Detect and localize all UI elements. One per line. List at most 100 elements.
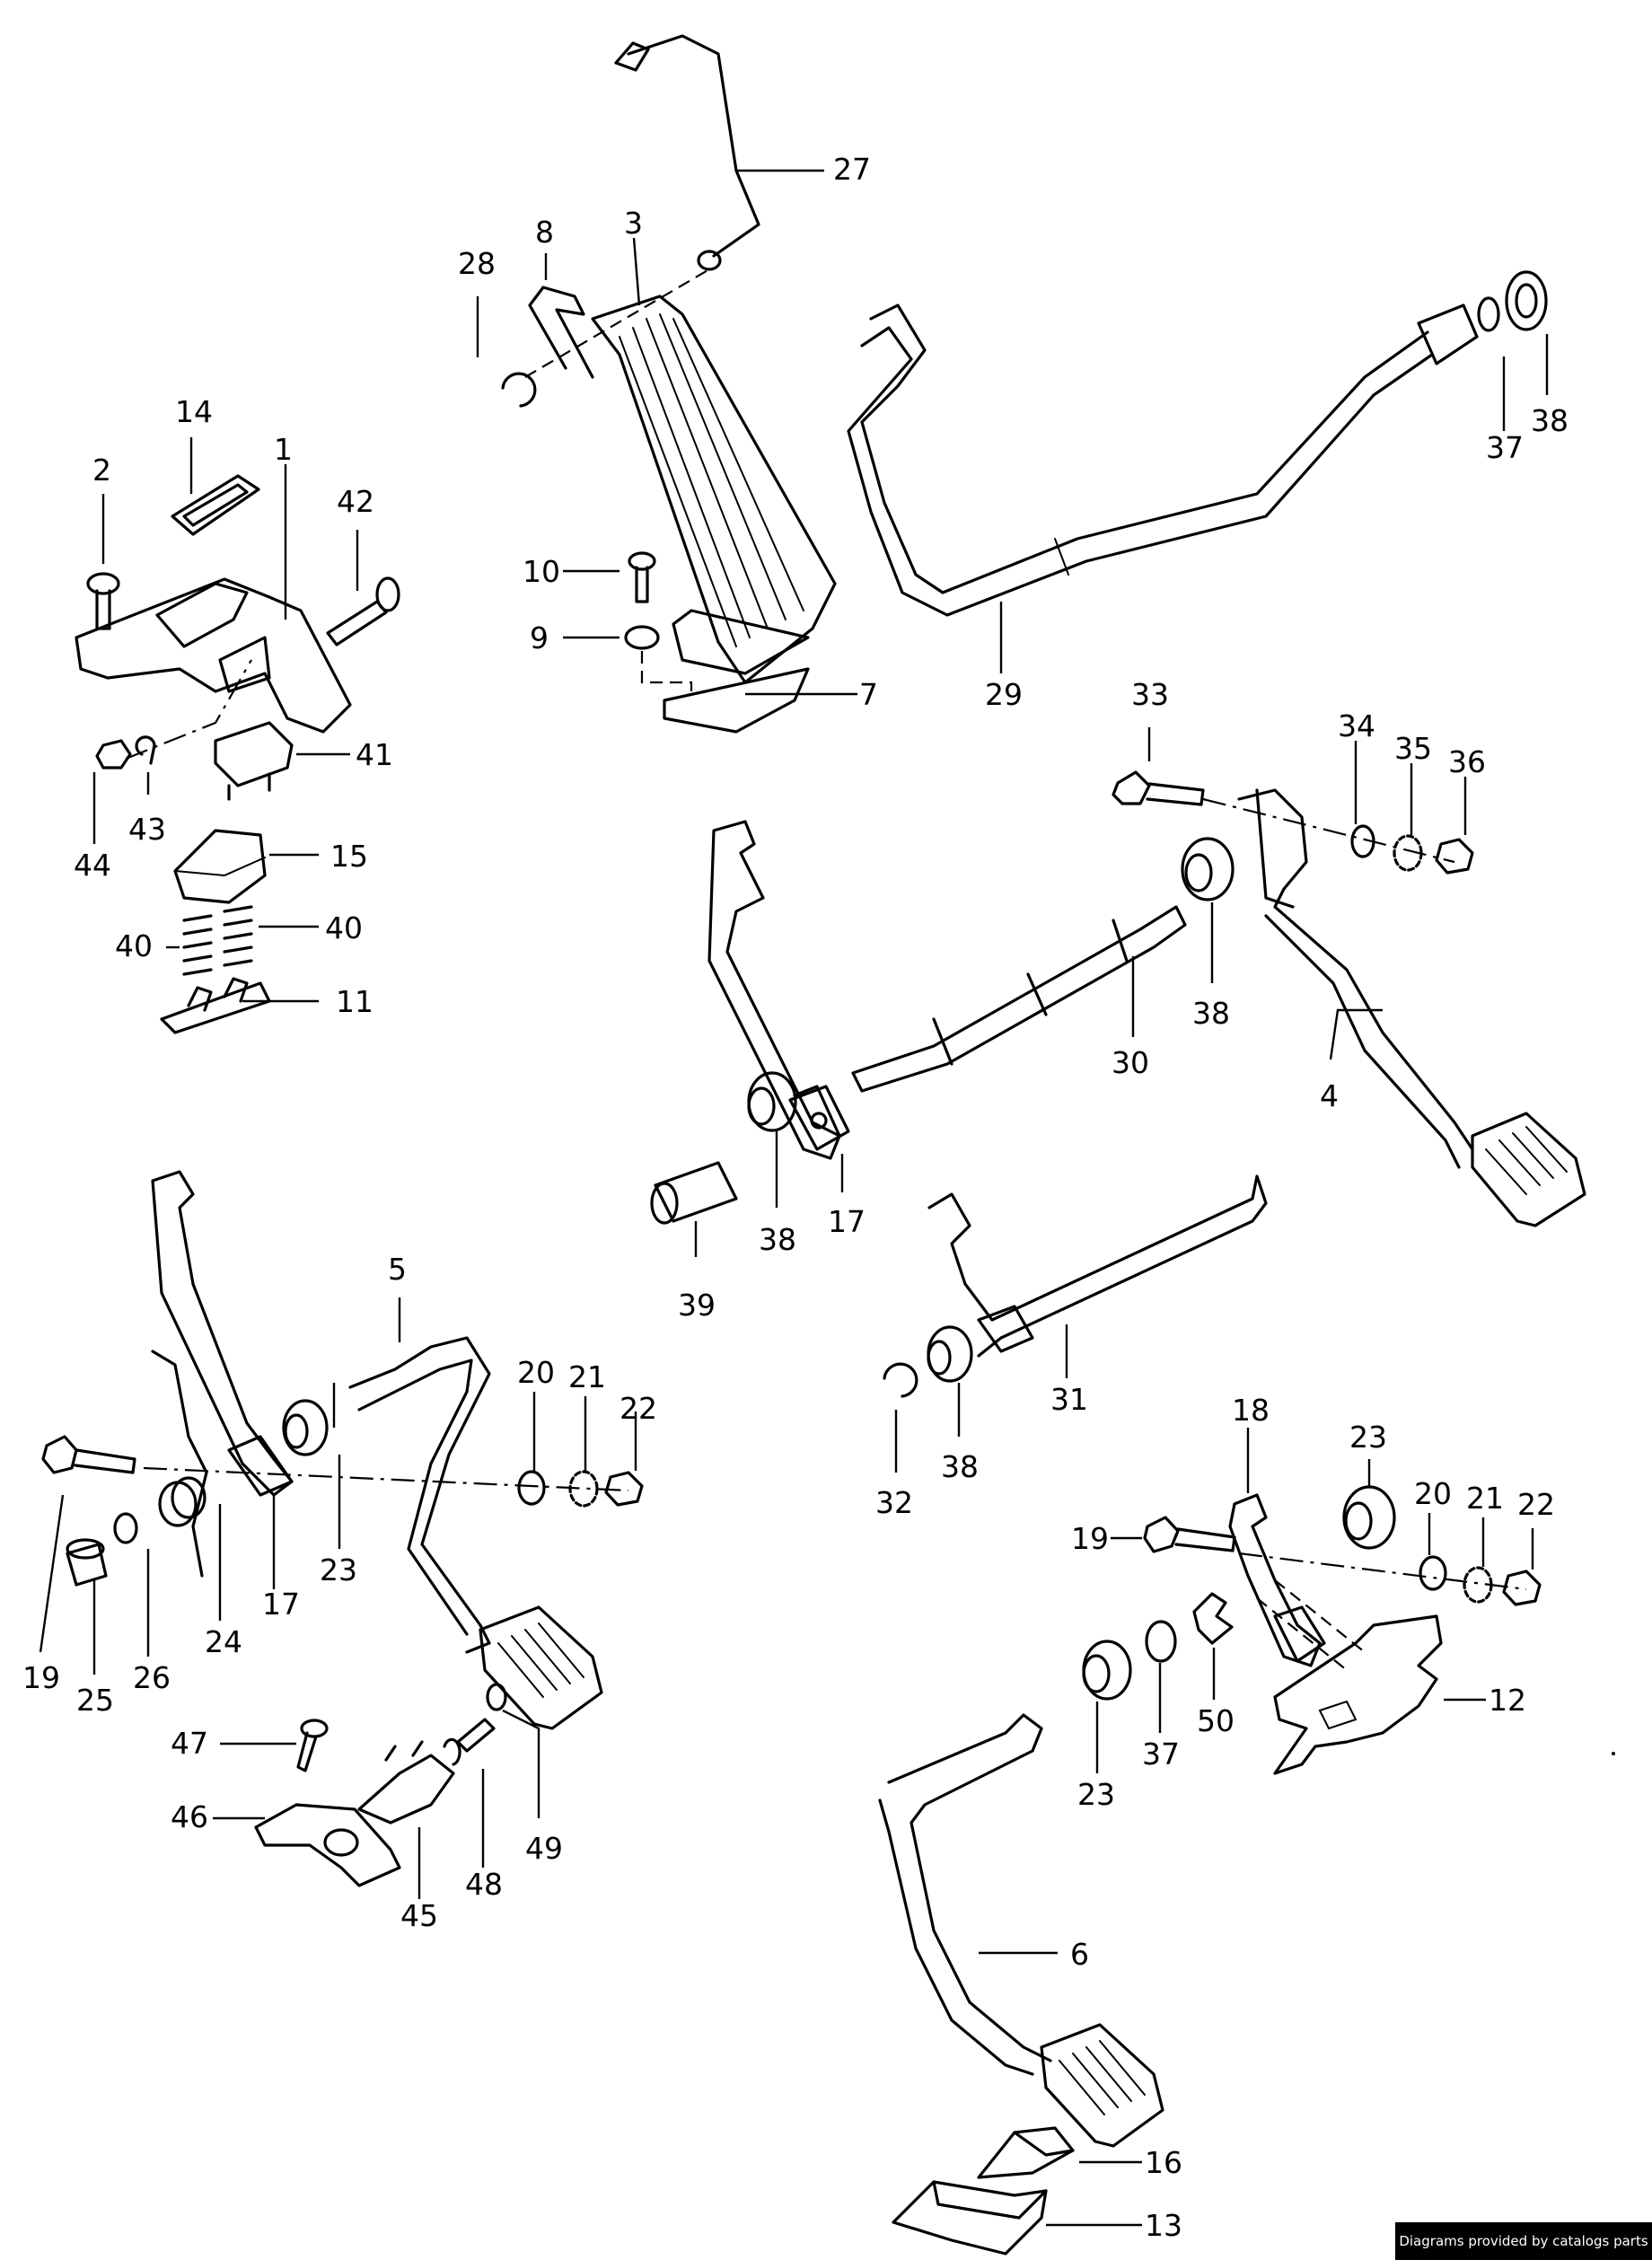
part-37-washer-lower: [1145, 1620, 1177, 1663]
part-34-washer: [1350, 824, 1375, 858]
part-38-bushing-middle: [747, 1071, 797, 1132]
callout-15: 15: [330, 839, 368, 874]
callout-11: 11: [336, 984, 373, 1019]
part-24-return-spring: [151, 1350, 208, 1578]
part-20-washer-right: [1419, 1555, 1447, 1591]
part-30-lever: [707, 820, 841, 1160]
part-19-bolt-right: [1143, 1516, 1236, 1553]
stray-dot: [1612, 1752, 1615, 1755]
part-7-base-plate: [640, 651, 810, 734]
callout-19-right: 19: [1071, 1521, 1109, 1556]
callout-28: 28: [458, 246, 496, 281]
callout-numbers: 1 2 3 4 5 6 7 8 9 10 11 12 13 14 15 16 1…: [22, 152, 1569, 2243]
part-27-throttle-rod: [614, 34, 760, 271]
part-38-bushing-lower: [927, 1325, 973, 1383]
part-22-nut-right: [1502, 1570, 1542, 1606]
part-15-switch-cover: [173, 829, 267, 904]
callout-21-right: 21: [1466, 1481, 1504, 1516]
assembly-line-28-3: [524, 268, 710, 378]
callout-50: 50: [1197, 1703, 1235, 1738]
callout-26: 26: [133, 1660, 171, 1695]
assembly-line-33-36: [1202, 797, 1455, 864]
assembly-line-18-12: [1256, 1579, 1366, 1671]
part-16-stop-block: [977, 2126, 1075, 2179]
part-23-bushing-upper-right: [1342, 1485, 1396, 1550]
callout-25: 25: [76, 1683, 114, 1718]
part-40-spring-left: [182, 914, 213, 976]
part-26-washer: [113, 1512, 138, 1544]
part-18-lever: [1228, 1493, 1326, 1667]
callout-5: 5: [388, 1252, 407, 1287]
part-33-bolt: [1112, 770, 1205, 806]
part-35-lock-washer: [1393, 834, 1423, 872]
callout-20-right: 20: [1414, 1476, 1452, 1511]
callout-22-right: 22: [1517, 1487, 1555, 1522]
part-10-screw: [628, 551, 656, 603]
part-45-stop-switch: [357, 1740, 455, 1825]
callout-4: 4: [1320, 1078, 1339, 1113]
callout-24: 24: [205, 1624, 242, 1659]
callout-19-left: 19: [22, 1660, 60, 1695]
callout-1: 1: [274, 432, 293, 467]
part-11-switch-plate: [160, 977, 271, 1034]
part-30-cross-shaft: [851, 905, 1187, 1093]
part-25-bushing: [66, 1538, 108, 1587]
part-4-pedal-arm: [1237, 788, 1586, 1227]
part-13-floor-plate: [892, 2180, 1048, 2256]
part-20-washer-left: [517, 1470, 546, 1506]
part-40-spring-right: [223, 905, 253, 967]
part-28-circlip: [501, 372, 537, 408]
part-21-lock-washer-right: [1463, 1566, 1493, 1604]
callout-38-upper: 38: [1192, 996, 1230, 1031]
leader-lines: [39, 169, 1549, 2227]
part-36-nut: [1435, 838, 1474, 875]
callout-22-left: 22: [620, 1391, 657, 1426]
part-23-bushing-left: [282, 1399, 329, 1456]
callout-43: 43: [128, 812, 166, 847]
part-39-sleeve: [650, 1161, 738, 1225]
part-14-grommet: [171, 474, 260, 536]
callout-23-upper-right: 23: [1349, 1420, 1387, 1455]
callout-20-left: 20: [517, 1355, 555, 1390]
callout-33: 33: [1131, 677, 1169, 712]
callout-3: 3: [624, 206, 643, 241]
callout-16: 16: [1145, 2145, 1182, 2180]
part-32-circlip: [883, 1362, 918, 1398]
part-2-screw: [86, 572, 120, 630]
part-9-washer: [624, 625, 660, 650]
assembly-line-44-41: [125, 659, 252, 761]
part-49-screw: [456, 1683, 507, 1753]
callout-10: 10: [523, 554, 560, 589]
assembly-line-19-22-left: [143, 1466, 629, 1492]
callout-34: 34: [1338, 708, 1375, 743]
callout-23-left: 23: [320, 1552, 357, 1587]
callout-12: 12: [1489, 1683, 1526, 1718]
part-1-pedal-bracket: [75, 577, 352, 734]
callout-49: 49: [525, 1831, 563, 1866]
callout-40-right: 40: [325, 910, 363, 945]
part-6-pedal-arm: [878, 1713, 1164, 2148]
part-5-pedal: [348, 1336, 603, 1730]
part-50-clip: [1192, 1592, 1234, 1645]
part-29-pedal-shaft: [847, 270, 1548, 617]
part-23-bushing-lower-right: [1082, 1640, 1132, 1701]
callout-14: 14: [175, 394, 213, 429]
part-5-lever: [151, 1170, 294, 1497]
part-8-spring-clip: [528, 286, 594, 379]
part-21-lock-washer-left: [568, 1470, 599, 1508]
part-47-screw: [296, 1719, 329, 1772]
callout-17-upper: 17: [828, 1204, 866, 1239]
callout-46: 46: [171, 1799, 208, 1834]
callout-40-left: 40: [115, 928, 153, 963]
callout-8: 8: [535, 215, 554, 250]
callout-37-upper: 37: [1486, 430, 1524, 465]
callout-45: 45: [400, 1898, 438, 1933]
callout-30: 30: [1112, 1045, 1149, 1080]
part-12-bracket: [1273, 1614, 1443, 1775]
assembly-line-19-22-right: [1238, 1552, 1527, 1591]
callout-44: 44: [74, 848, 111, 883]
callout-38-middle: 38: [759, 1222, 796, 1257]
callout-38-lower: 38: [941, 1449, 979, 1484]
callout-31: 31: [1050, 1382, 1088, 1417]
